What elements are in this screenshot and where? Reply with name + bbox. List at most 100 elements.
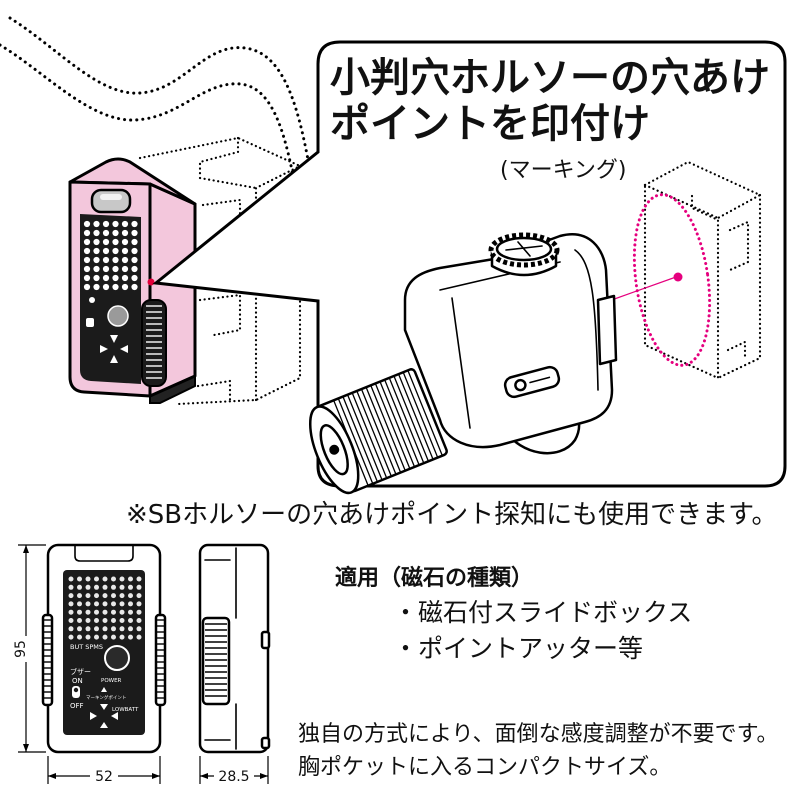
knurl-rib — [393, 375, 430, 462]
marking-guide-line — [605, 276, 677, 303]
speaker-hole — [102, 229, 110, 237]
speaker-hole — [85, 609, 91, 615]
speaker-hole — [111, 576, 116, 582]
side-clip-upper — [260, 630, 271, 650]
wall-edge-lower — [0, 43, 299, 198]
speaker-hole — [94, 634, 99, 640]
speaker-hole — [121, 238, 129, 246]
marking-point-dot — [673, 272, 683, 282]
speaker-hole — [111, 634, 116, 640]
speaker-hole — [102, 634, 108, 640]
speaker-hole — [93, 265, 100, 273]
speaker-hole — [102, 238, 110, 246]
speaker-hole — [121, 220, 129, 228]
speaker-hole — [68, 618, 74, 623]
height-value: 95 — [13, 640, 29, 658]
speaker-hole — [128, 601, 133, 607]
speaker-hole — [68, 609, 74, 615]
sensor-panel — [80, 214, 141, 384]
tool-knob — [488, 232, 560, 277]
sensor-point-dot — [147, 278, 155, 286]
speaker-hole — [128, 626, 133, 632]
front-sensor-panel — [63, 570, 145, 735]
depth-value: 28.5 — [218, 769, 249, 785]
tool-front-plate — [596, 294, 618, 366]
speaker-hole — [121, 247, 129, 255]
knurl-rib — [360, 388, 397, 475]
speaker-hole — [119, 593, 125, 599]
speaker-hole — [119, 634, 125, 640]
speaker-hole — [131, 283, 138, 291]
speaker-hole — [94, 593, 99, 599]
power-button — [107, 305, 129, 327]
speaker-hole — [85, 634, 91, 640]
oval-hole-marking — [632, 193, 712, 367]
speaker-hole — [68, 626, 74, 632]
speaker-hole — [136, 576, 142, 582]
knurl-rib — [337, 398, 374, 485]
speaker-hole — [94, 626, 99, 632]
low-batt-label: LOWBATT — [112, 707, 139, 713]
speaker-hole — [136, 626, 142, 632]
side-view-drawing — [198, 543, 271, 754]
device-top-face — [68, 157, 197, 206]
speaker-hole — [119, 576, 125, 582]
speaker-hole — [131, 274, 138, 282]
speaker-hole — [83, 283, 91, 291]
feature-text: 独自の方式により、面倒な感度調整が不要です。 — [298, 722, 779, 747]
usage-note: ※SBホルソーの穴あけポイント探知にも使用できます。 — [126, 500, 778, 530]
speaker-hole — [83, 220, 91, 228]
speaker-hole — [77, 634, 82, 640]
speaker-hole — [128, 576, 133, 582]
speaker-hole — [83, 256, 91, 264]
tool-body — [403, 233, 614, 449]
speaker-hole — [85, 593, 91, 599]
speaker-hole — [136, 618, 142, 623]
on-label: ON — [72, 677, 83, 685]
knurl-rib — [351, 392, 388, 479]
speaker-hole — [121, 229, 129, 237]
speaker-hole — [102, 274, 110, 282]
knurl-rib — [333, 400, 369, 486]
speaker-hole — [93, 247, 100, 255]
callout-title-line-1: 小判穴ホルソーの穴あけ — [330, 55, 770, 101]
speaker-hole — [121, 283, 129, 291]
speaker-hole — [83, 247, 91, 255]
speaker-hole — [102, 584, 108, 590]
speaker-hole — [68, 576, 74, 582]
speaker-hole — [94, 609, 99, 615]
speaker-hole — [112, 283, 119, 291]
hole-saw-tool — [308, 232, 618, 495]
application-heading: 適用（磁石の種類） — [335, 566, 534, 591]
speaker-hole — [77, 618, 82, 623]
knurl-rib — [407, 370, 443, 456]
speaker-hole — [77, 601, 82, 607]
speaker-hole — [112, 229, 119, 237]
marking-point-label: マーキングポイント — [86, 694, 126, 701]
front-grip-ridges — [44, 619, 164, 699]
power-label: POWER — [101, 678, 122, 684]
speaker-hole — [112, 274, 119, 282]
speaker-hole — [128, 593, 133, 599]
speaker-hole — [94, 601, 99, 607]
speaker-hole — [77, 626, 82, 632]
speaker-hole — [93, 256, 100, 264]
knurled-ring — [333, 370, 443, 486]
knurl-rib — [346, 394, 383, 481]
knurl-rib — [374, 383, 411, 470]
marking-point-triangle-icon — [101, 687, 107, 692]
feature-text: 胸ポケットに入るコンパクトサイズ。 — [298, 755, 672, 780]
front-marking-arrows-icon — [90, 704, 118, 728]
speaker-hole — [136, 609, 142, 615]
speaker-hole — [85, 618, 91, 623]
off-label: OFF — [70, 702, 84, 710]
speaker-hole — [111, 593, 116, 599]
knurl-rib — [342, 396, 379, 483]
speaker-hole — [119, 609, 125, 615]
speaker-hole — [83, 265, 91, 273]
speaker-hole — [119, 601, 125, 607]
speaker-hole — [131, 229, 138, 237]
speaker-dot-grid — [83, 220, 138, 291]
speaker-hole — [102, 626, 108, 632]
